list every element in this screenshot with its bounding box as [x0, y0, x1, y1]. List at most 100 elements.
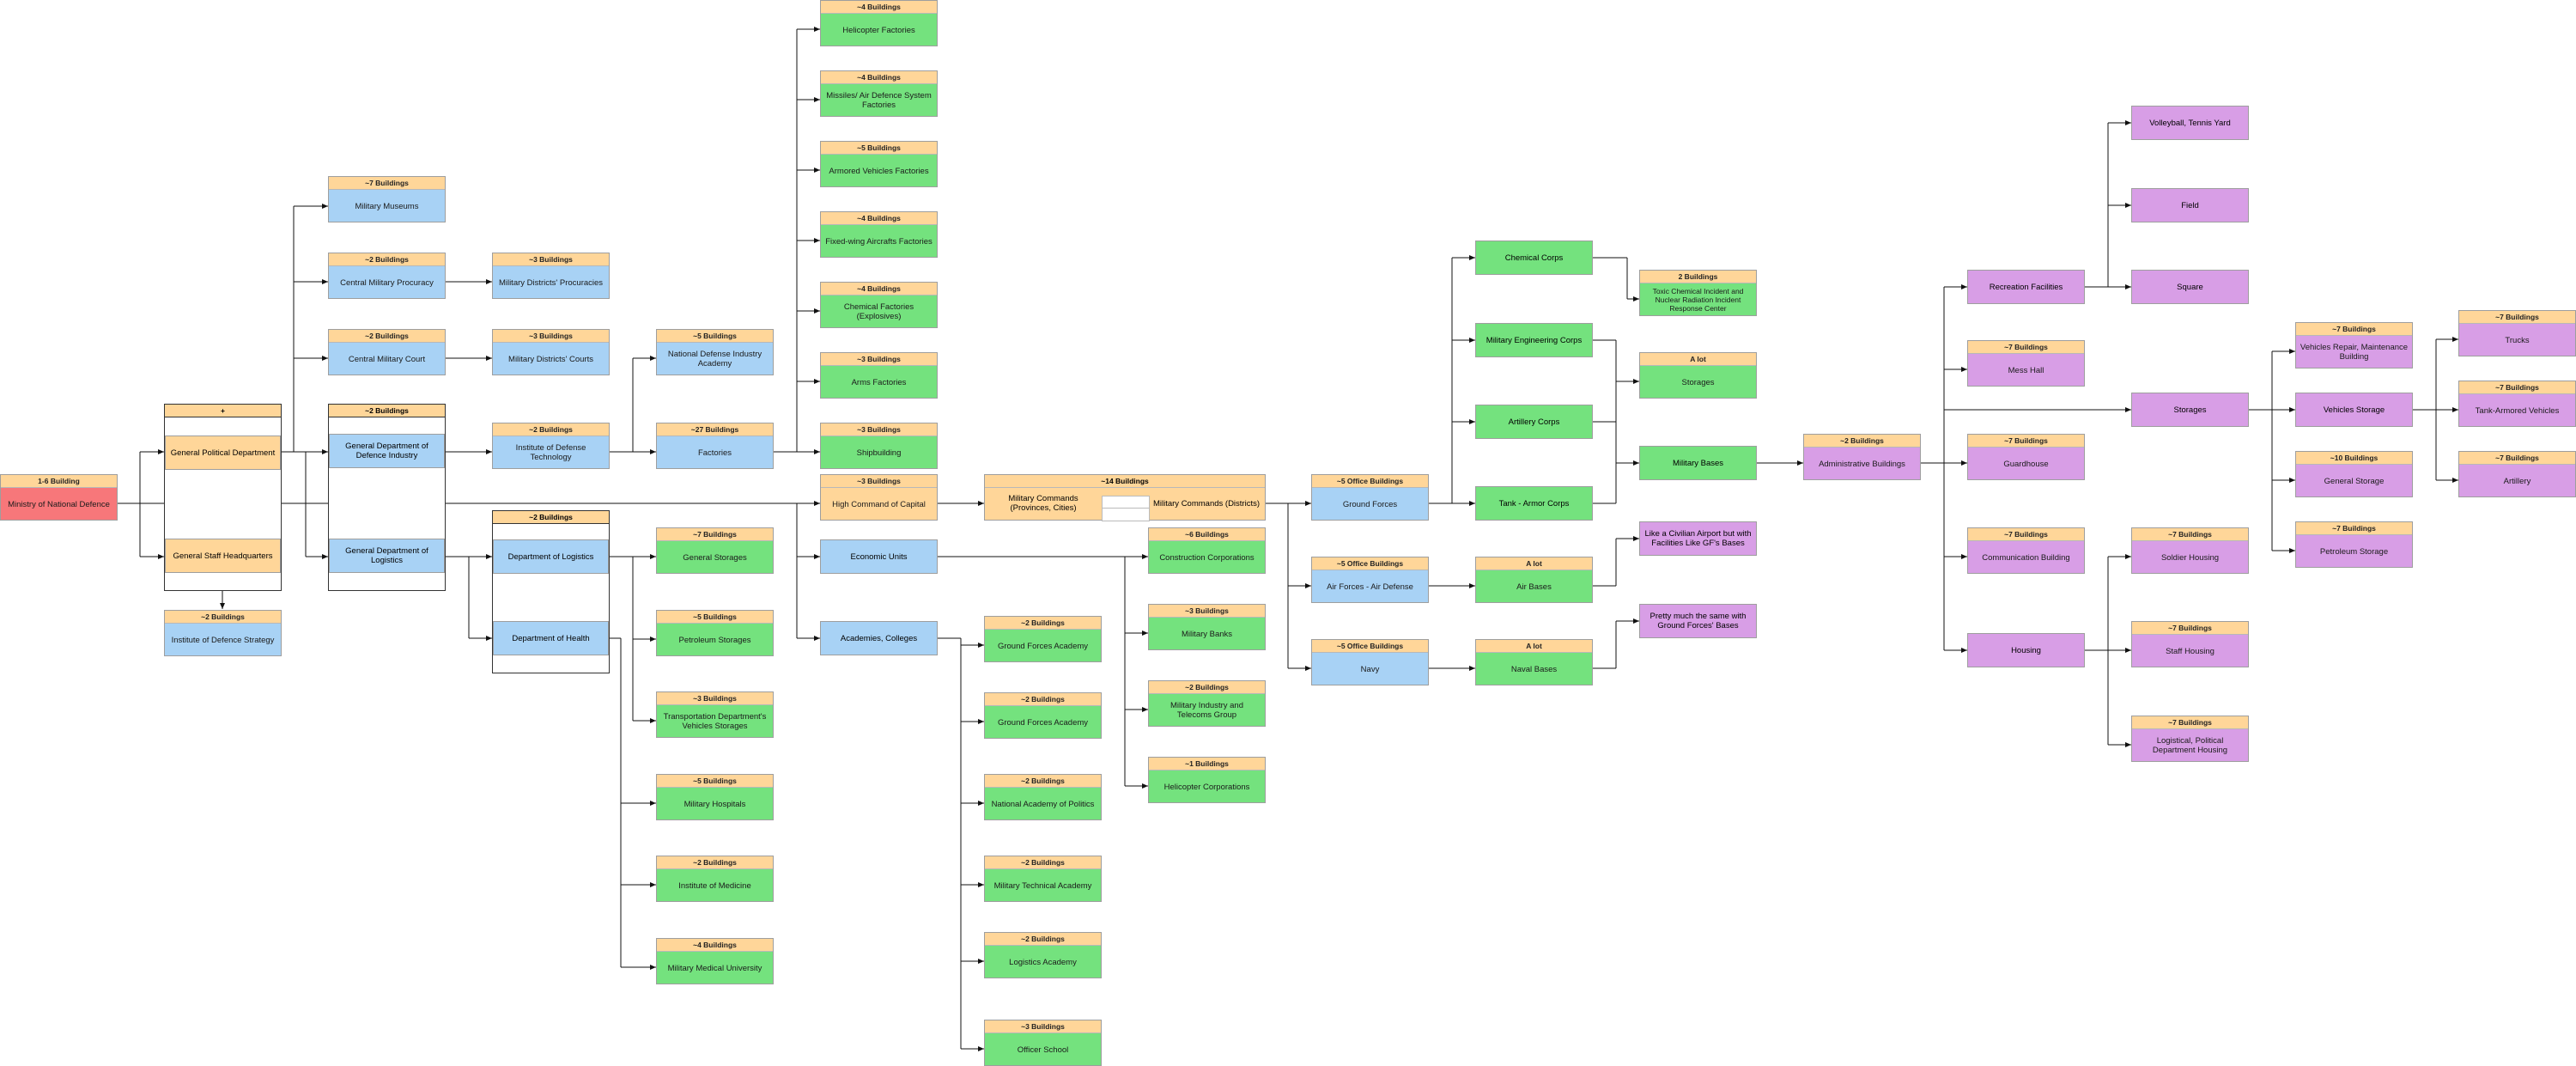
mc-districts-label: Military Commands (Districts)	[1152, 498, 1261, 509]
factories[interactable]: ~27 Buildings Factories	[656, 423, 774, 469]
military-technical-academy[interactable]: ~2 Buildings Military Technical Academy	[984, 856, 1102, 902]
logistical-political-housing[interactable]: ~7 Buildings Logistical, Political Depar…	[2131, 716, 2249, 762]
vrm-buildings: ~7 Buildings	[2296, 323, 2412, 336]
factories-buildings: ~27 Buildings	[657, 423, 773, 436]
recreation-facilities[interactable]: Recreation Facilities	[1967, 270, 2085, 304]
institute-defense-technology[interactable]: ~2 Buildings Institute of Defense Techno…	[492, 423, 610, 469]
mh-buildings: ~5 Buildings	[657, 775, 773, 788]
military-commands[interactable]: ~14 Buildings Military Commands (Provinc…	[984, 474, 1266, 521]
civilian-airport-like[interactable]: Like a Civilian Airport but with Facilit…	[1639, 521, 1757, 556]
shipbuilding[interactable]: ~3 Buildings Shipbuilding	[820, 423, 938, 469]
armored-vehicles-factories[interactable]: ~5 Buildings Armored Vehicles Factories	[820, 141, 938, 187]
ground-forces[interactable]: ~5 Office Buildings Ground Forces	[1311, 474, 1429, 521]
guardhouse[interactable]: ~7 Buildings Guardhouse	[1967, 434, 2085, 480]
navy[interactable]: ~5 Office Buildings Navy	[1311, 639, 1429, 685]
vehicles-storage[interactable]: Vehicles Storage	[2295, 393, 2413, 427]
construction-corporations[interactable]: ~6 Buildings Construction Corporations	[1148, 527, 1266, 574]
helicopter-corporations[interactable]: ~1 Buildings Helicopter Corporations	[1148, 757, 1266, 803]
nap-buildings: ~2 Buildings	[985, 775, 1101, 788]
administrative-buildings[interactable]: ~2 Buildings Administrative Buildings	[1803, 434, 1921, 480]
general-staff-headquarters[interactable]: General Staff Headquarters	[165, 539, 281, 573]
tank-armored-vehicles[interactable]: ~7 Buildings Tank-Armored Vehicles	[2458, 381, 2576, 427]
general-department-defence-industry[interactable]: General Department of Defence Industry	[329, 434, 445, 468]
military-medical-university[interactable]: ~4 Buildings Military Medical University	[656, 938, 774, 984]
petroleum-storage[interactable]: ~7 Buildings Petroleum Storage	[2295, 521, 2413, 568]
admin-label: Administrative Buildings	[1804, 448, 1920, 479]
petroleum-storages[interactable]: ~5 Buildings Petroleum Storages	[656, 610, 774, 656]
communication-building[interactable]: ~7 Buildings Communication Building	[1967, 527, 2085, 574]
institute-defence-strategy[interactable]: ~2 Buildings Institute of Defence Strate…	[164, 610, 282, 656]
institute-of-medicine[interactable]: ~2 Buildings Institute of Medicine	[656, 856, 774, 902]
missiles-air-defence-factories[interactable]: ~4 Buildings Missiles/ Air Defence Syste…	[820, 70, 938, 117]
ground-forces-academy-1[interactable]: ~2 Buildings Ground Forces Academy	[984, 616, 1102, 662]
fwaf-label: Fixed-wing Aircrafts Factories	[821, 225, 937, 257]
air-forces-air-defense[interactable]: ~5 Office Buildings Air Forces - Air Def…	[1311, 557, 1429, 603]
cc-label: Construction Corporations	[1149, 541, 1265, 573]
transport-vehicles-storages[interactable]: ~3 Buildings Transportation Department's…	[656, 691, 774, 738]
housing[interactable]: Housing	[1967, 633, 2085, 667]
mits-buildings: ~2 Buildings	[1149, 681, 1265, 694]
afad-buildings: ~5 Office Buildings	[1312, 557, 1428, 570]
la-label: Logistics Academy	[985, 946, 1101, 978]
department-of-health[interactable]: Department of Health	[493, 621, 609, 655]
chemical-factories[interactable]: ~4 Buildings Chemical Factories (Explosi…	[820, 282, 938, 328]
os-label: Officer School	[985, 1033, 1101, 1065]
soldier-housing[interactable]: ~7 Buildings Soldier Housing	[2131, 527, 2249, 574]
general-storage[interactable]: ~10 Buildings General Storage	[2295, 451, 2413, 497]
officer-school[interactable]: ~3 Buildings Officer School	[984, 1020, 1102, 1066]
fixed-wing-aircraft-factories[interactable]: ~4 Buildings Fixed-wing Aircrafts Factor…	[820, 211, 938, 258]
general-storages[interactable]: ~7 Buildings General Storages	[656, 527, 774, 574]
vehicles-repair-maintenance[interactable]: ~7 Buildings Vehicles Repair, Maintenanc…	[2295, 322, 2413, 369]
staff-housing[interactable]: ~7 Buildings Staff Housing	[2131, 621, 2249, 667]
economic-units[interactable]: Economic Units	[820, 539, 938, 574]
military-banks[interactable]: ~3 Buildings Military Banks	[1148, 604, 1266, 650]
academies-colleges[interactable]: Academies, Colleges	[820, 621, 938, 655]
central-military-procuracy[interactable]: ~2 Buildings Central Military Procuracy	[328, 253, 446, 299]
iom-label: Institute of Medicine	[657, 869, 773, 901]
air-bases[interactable]: A lot Air Bases	[1475, 557, 1593, 603]
general-departments-header: ~2 Buildings	[329, 405, 445, 417]
stor-buildings: A lot	[1640, 353, 1756, 366]
high-command-of-capital[interactable]: ~3 Buildings High Command of Capital	[820, 474, 938, 521]
mmu-label: Military Medical University	[657, 952, 773, 984]
arms-factories[interactable]: ~3 Buildings Arms Factories	[820, 352, 938, 399]
military-museums[interactable]: ~7 Buildings Military Museums	[328, 176, 446, 222]
national-defense-industry-academy[interactable]: ~5 Buildings National Defense Industry A…	[656, 329, 774, 375]
general-political-department[interactable]: General Political Department	[165, 436, 281, 470]
trucks[interactable]: ~7 Buildings Trucks	[2458, 310, 2576, 356]
helicopter-factories[interactable]: ~4 Buildings Helicopter Factories	[820, 0, 938, 46]
chemical-corps[interactable]: Chemical Corps	[1475, 241, 1593, 275]
tank-armor-corps[interactable]: Tank - Armor Corps	[1475, 486, 1593, 521]
military-bases[interactable]: Military Bases	[1639, 446, 1757, 480]
idt-label: Institute of Defense Technology	[493, 436, 609, 468]
vrm-label: Vehicles Repair, Maintenance Building	[2296, 336, 2412, 368]
ground-forces-academy-2[interactable]: ~2 Buildings Ground Forces Academy	[984, 692, 1102, 739]
military-industry-telecoms[interactable]: ~2 Buildings Military Industry and Telec…	[1148, 680, 1266, 727]
storages-base[interactable]: Storages	[2131, 393, 2249, 427]
national-academy-politics[interactable]: ~2 Buildings National Academy of Politic…	[984, 774, 1102, 820]
gs-label: General Storages	[657, 541, 773, 573]
military-districts-courts[interactable]: ~3 Buildings Military Districts' Courts	[492, 329, 610, 375]
ps-label: Petroleum Storages	[657, 624, 773, 655]
military-hospitals[interactable]: ~5 Buildings Military Hospitals	[656, 774, 774, 820]
volleyball-tennis-yard[interactable]: Volleyball, Tennis Yard	[2131, 106, 2249, 140]
military-engineering-corps[interactable]: Military Engineering Corps	[1475, 323, 1593, 357]
field[interactable]: Field	[2131, 188, 2249, 222]
military-districts-procuracies[interactable]: ~3 Buildings Military Districts' Procura…	[492, 253, 610, 299]
general-department-logistics[interactable]: General Department of Logistics	[329, 539, 445, 573]
square[interactable]: Square	[2131, 270, 2249, 304]
toxic-chemical-response-center[interactable]: 2 Buildings Toxic Chemical Incident and …	[1639, 270, 1757, 316]
storages[interactable]: A lot Storages	[1639, 352, 1757, 399]
logistics-academy[interactable]: ~2 Buildings Logistics Academy	[984, 932, 1102, 978]
comm-label: Communication Building	[1968, 541, 2084, 573]
central-military-court[interactable]: ~2 Buildings Central Military Court	[328, 329, 446, 375]
mess-hall[interactable]: ~7 Buildings Mess Hall	[1967, 340, 2085, 387]
naval-bases[interactable]: A lot Naval Bases	[1475, 639, 1593, 685]
department-of-logistics[interactable]: Department of Logistics	[493, 539, 609, 574]
navy-buildings: ~5 Office Buildings	[1312, 640, 1428, 653]
artillery[interactable]: ~7 Buildings Artillery	[2458, 451, 2576, 497]
same-as-ground-bases[interactable]: Pretty much the same with Ground Forces'…	[1639, 604, 1757, 638]
gfa2-label: Ground Forces Academy	[985, 706, 1101, 738]
ministry-node[interactable]: 1-6 Building Ministry of National Defenc…	[0, 474, 118, 521]
artillery-corps[interactable]: Artillery Corps	[1475, 405, 1593, 439]
